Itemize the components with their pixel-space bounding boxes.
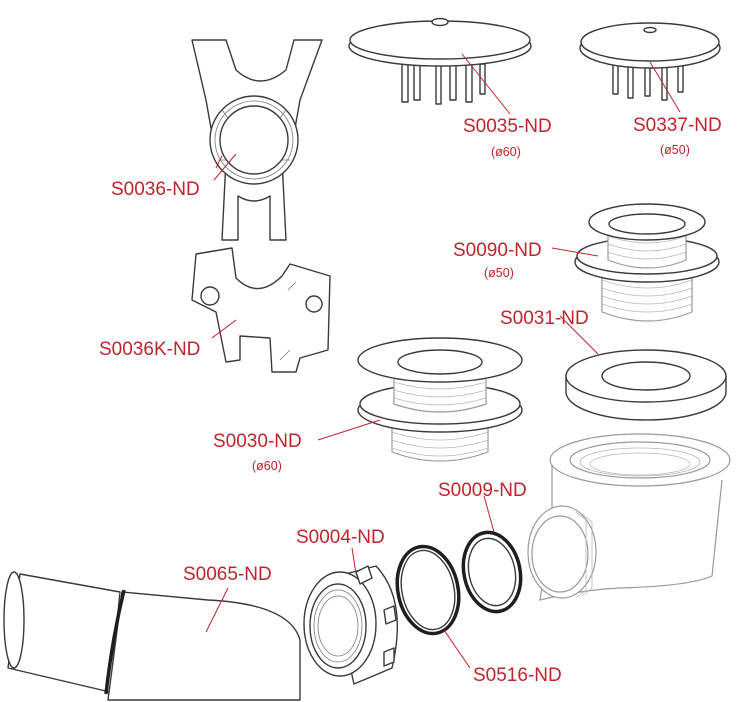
label-s0516: S0516-ND — [473, 665, 562, 686]
label-s0090-size: (ø50) — [484, 266, 514, 280]
label-s0004: S0004-ND — [296, 527, 385, 548]
label-s0337: S0337-ND — [633, 115, 722, 136]
label-s0337-size: (ø50) — [660, 143, 690, 157]
part-s0035-cover — [348, 17, 532, 105]
label-s0036: S0036-ND — [111, 179, 200, 200]
part-s0009-ring — [461, 530, 523, 614]
part-s0030-drain — [357, 337, 523, 462]
label-s0031: S0031-ND — [500, 308, 589, 329]
label-s0030: S0030-ND — [213, 431, 302, 452]
label-s0035: S0035-ND — [463, 116, 552, 137]
label-s0009: S0009-ND — [438, 480, 527, 501]
part-s0337-cover — [579, 22, 721, 101]
label-s0030-size: (ø60) — [252, 459, 282, 473]
part-labels: S0035-ND (ø60) S0337-ND (ø50) S0036-ND S… — [99, 115, 722, 686]
part-s0004-nut — [303, 565, 398, 685]
leader-lines — [205, 53, 681, 669]
part-s0036-key — [191, 39, 323, 241]
part-s0031-ring — [565, 349, 727, 421]
part-s0090-drain — [574, 203, 720, 322]
part-s0065-pipe — [3, 571, 301, 701]
label-s0035-size: (ø60) — [491, 145, 521, 159]
part-trap-body — [527, 433, 731, 601]
label-s0036k: S0036K-ND — [99, 339, 200, 360]
part-s0516-ring — [395, 544, 461, 636]
part-s0036k-key — [191, 247, 331, 373]
label-s0090: S0090-ND — [453, 240, 542, 261]
label-s0065: S0065-ND — [183, 564, 272, 585]
